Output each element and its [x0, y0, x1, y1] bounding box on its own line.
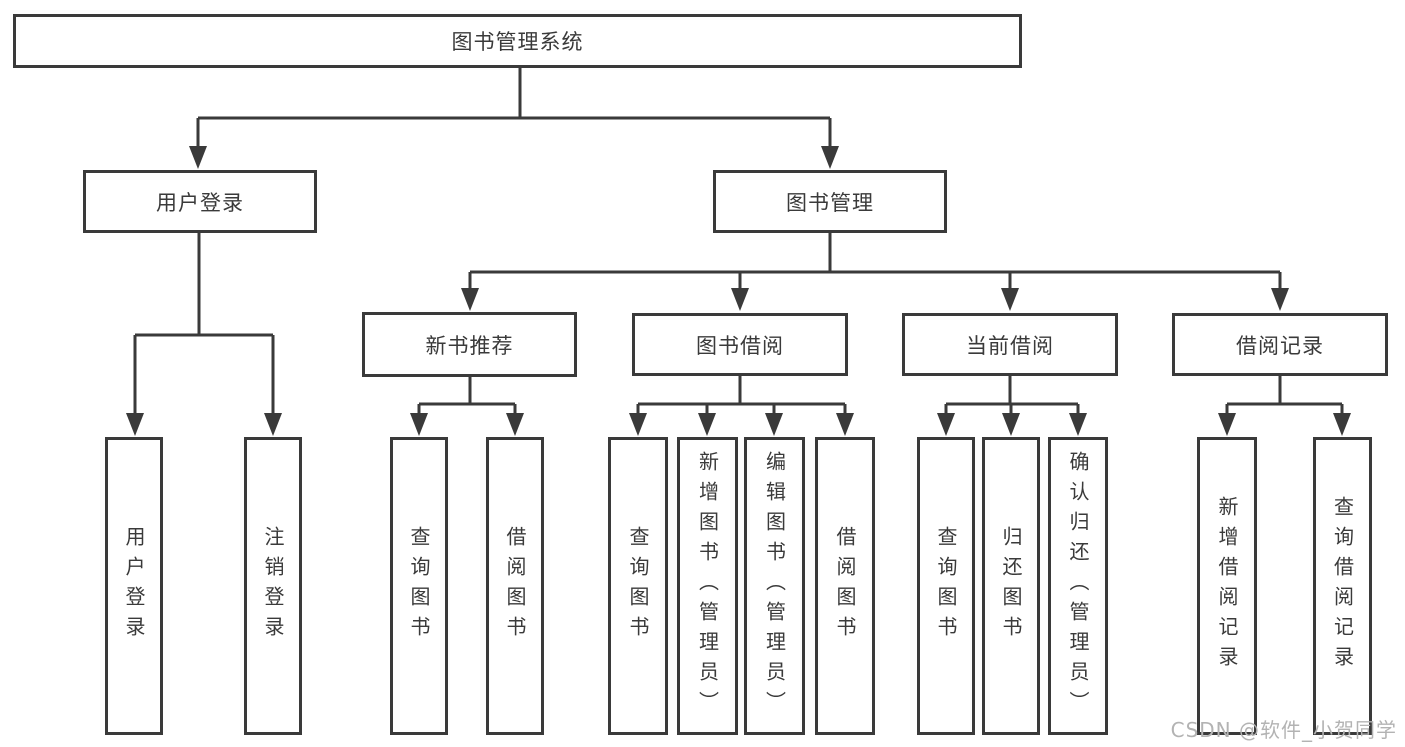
node-book-management: 图书管理: [713, 170, 947, 233]
node-user-login: 用户登录: [83, 170, 317, 233]
leaf-borrow-books-borrowing-label: 借阅图书: [833, 526, 857, 646]
leaf-borrow-books-recommend: 借阅图书: [486, 437, 544, 735]
leaf-query-books-borrowing-label: 查询图书: [626, 526, 650, 646]
node-new-book-recommend: 新书推荐: [362, 312, 577, 377]
leaf-user-login-label: 用户登录: [122, 526, 146, 646]
leaf-confirm-return-admin: 确认归还（管理员）: [1048, 437, 1108, 735]
leaf-query-borrow-record-label: 查询借阅记录: [1330, 496, 1355, 676]
leaf-return-books-label: 归还图书: [999, 526, 1023, 646]
leaf-query-books-recommend: 查询图书: [390, 437, 448, 735]
leaf-edit-books-admin: 编辑图书（管理员）: [744, 437, 805, 735]
leaf-logout-label: 注销登录: [261, 526, 285, 646]
leaf-add-borrow-record: 新增借阅记录: [1197, 437, 1257, 735]
leaf-return-books: 归还图书: [982, 437, 1040, 735]
leaf-query-books-current: 查询图书: [917, 437, 975, 735]
node-library-system: 图书管理系统: [13, 14, 1022, 68]
leaf-add-books-admin-label: 新增图书（管理员）: [695, 451, 720, 721]
leaf-add-books-admin: 新增图书（管理员）: [677, 437, 738, 735]
node-borrowing-records: 借阅记录: [1172, 313, 1388, 376]
leaf-borrow-books-borrowing: 借阅图书: [815, 437, 875, 735]
leaf-query-borrow-record: 查询借阅记录: [1313, 437, 1372, 735]
watermark: CSDN @软件_小贺同学: [1170, 718, 1397, 742]
leaf-query-books-current-label: 查询图书: [934, 526, 958, 646]
node-book-borrowing: 图书借阅: [632, 313, 848, 376]
node-current-borrowing: 当前借阅: [902, 313, 1118, 376]
leaf-borrow-books-recommend-label: 借阅图书: [503, 526, 527, 646]
leaf-confirm-return-admin-label: 确认归还（管理员）: [1066, 451, 1090, 721]
leaf-add-borrow-record-label: 新增借阅记录: [1215, 496, 1239, 676]
leaf-edit-books-admin-label: 编辑图书（管理员）: [762, 451, 787, 721]
leaf-user-login: 用户登录: [105, 437, 163, 735]
leaf-logout: 注销登录: [244, 437, 302, 735]
leaf-query-books-borrowing: 查询图书: [608, 437, 668, 735]
leaf-query-books-recommend-label: 查询图书: [407, 526, 431, 646]
